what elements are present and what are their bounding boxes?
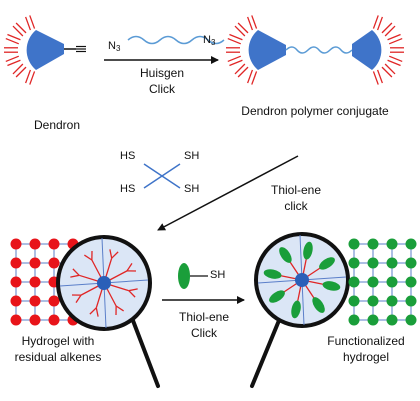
magnifier-lens-left: [56, 235, 160, 388]
thiol-reagent-icon: [178, 263, 208, 289]
thiol-ene-label: Thiol-ene: [270, 183, 322, 197]
azide-right-label: N3: [203, 34, 216, 47]
conjugate-left-dendron-icon: [226, 15, 286, 85]
conjugate-right-dendron-icon: [352, 15, 404, 85]
azide-polymer-icon: [127, 35, 225, 45]
thiol-ene-bottom-label: Thiol-ene: [178, 310, 230, 324]
hydrogel-label-line1: Hydrogel with: [21, 334, 95, 348]
azide-left-label: N3: [108, 40, 121, 53]
hydrogel-label-line2: residual alkenes: [14, 350, 102, 364]
huisgen-click-label: Click: [149, 82, 175, 96]
thiol-tr-label: SH: [184, 150, 200, 162]
thiol-ene-click-label: click: [284, 199, 308, 213]
conjugate-polymer-chain: [285, 46, 353, 54]
magnifier-lens-right: [250, 232, 350, 388]
huisgen-label: Huisgen: [139, 66, 185, 80]
dendron-icon: [4, 15, 86, 85]
functionalized-label-line1: Functionalized: [327, 334, 405, 348]
functionalized-label-line2: hydrogel: [342, 350, 390, 364]
thiol-bl-label: HS: [120, 183, 136, 195]
conjugate-label: Dendron polymer conjugate: [241, 104, 389, 118]
dendron-label: Dendron: [33, 118, 81, 132]
thiol-reagent-label: SH: [210, 269, 226, 281]
functionalized-network-grid: [348, 238, 417, 326]
thiol-br-label: SH: [184, 183, 200, 195]
dendron-arms: [4, 15, 36, 85]
thiol-ene-bottom-click-label: Click: [191, 326, 217, 340]
thiol-ene-click-arrow: [157, 155, 299, 231]
thiol-tl-label: HS: [120, 150, 136, 162]
tetrathiol-crosslinker-icon: [143, 163, 181, 189]
